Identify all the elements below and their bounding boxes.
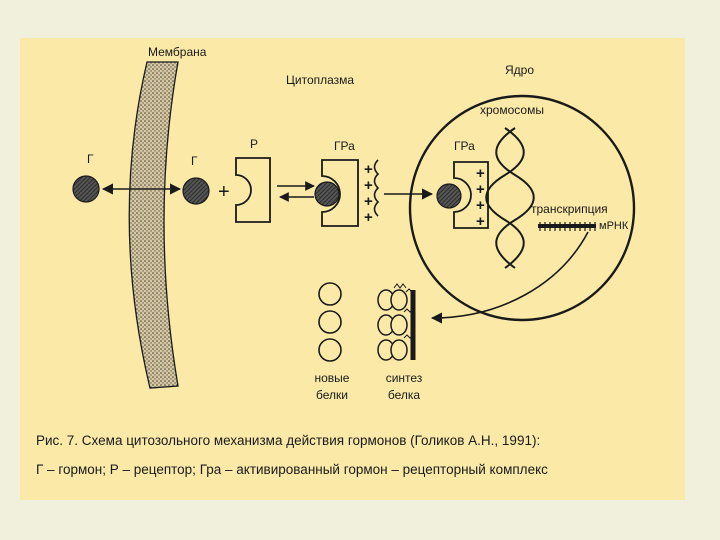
protein-synthesis-chains bbox=[393, 283, 414, 339]
arrow-mrna-export bbox=[430, 231, 589, 324]
label-nucleus: Ядро bbox=[505, 63, 535, 77]
label-hormone-inside: Г bbox=[191, 154, 198, 168]
complex-cytoplasm-receptor bbox=[321, 159, 359, 227]
label-hormone-outside: Г bbox=[87, 152, 94, 166]
complex-nucleus-charges: ++++ bbox=[476, 165, 485, 230]
label-new-proteins-1: новые bbox=[314, 371, 350, 385]
new-protein-1 bbox=[318, 282, 342, 306]
plus-sign: + bbox=[218, 181, 230, 203]
cell-membrane bbox=[128, 61, 179, 389]
receptor-shape bbox=[235, 157, 271, 223]
label-transcription: транскрипция bbox=[531, 202, 608, 216]
label-synthesis-2: белка bbox=[387, 388, 421, 402]
caption-legend: Г – гормон; Р – рецептор; Гра – активиро… bbox=[36, 462, 548, 477]
label-complex-cytoplasm: ГРа bbox=[334, 139, 355, 153]
label-membrane: Мембрана bbox=[148, 45, 207, 59]
new-protein-2 bbox=[318, 310, 342, 334]
label-synthesis-1: синтез bbox=[385, 371, 423, 385]
complex-nucleus-hormone bbox=[436, 183, 462, 209]
hormone-inside bbox=[182, 177, 210, 205]
new-protein-3 bbox=[318, 338, 342, 362]
chromosome-strand-a bbox=[485, 127, 525, 269]
nucleus-envelope bbox=[408, 94, 636, 322]
label-mrna: мРНК bbox=[599, 220, 629, 232]
label-cytoplasm: Цитоплазма bbox=[286, 73, 355, 87]
hormone-outside bbox=[72, 175, 100, 203]
caption-title: Рис. 7. Схема цитозольного механизма дей… bbox=[36, 433, 541, 448]
protein-synthesis-cluster bbox=[377, 289, 408, 361]
label-receptor: Р bbox=[250, 137, 259, 151]
label-new-proteins-2: белки bbox=[316, 388, 348, 402]
complex-cytoplasm-hormone bbox=[314, 181, 340, 207]
label-chromosomes: хромосомы bbox=[480, 103, 544, 117]
mrna-bar bbox=[538, 222, 596, 231]
label-complex-nucleus: ГРа bbox=[454, 139, 475, 153]
complex-cytoplasm-charges: ++++ bbox=[364, 161, 373, 226]
complex-cytoplasm-wave bbox=[373, 159, 380, 217]
complex-nucleus-receptor bbox=[453, 161, 489, 229]
chromosome-strand-b bbox=[495, 127, 535, 269]
